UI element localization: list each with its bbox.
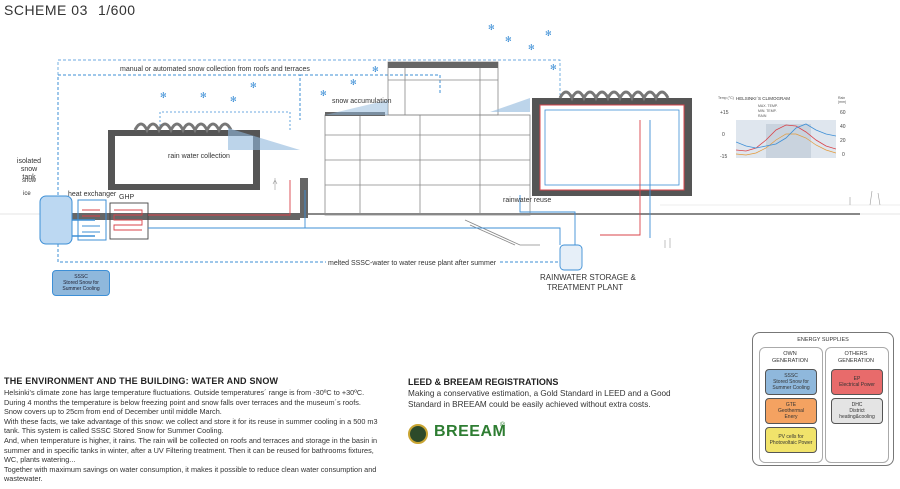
own-generation-line-2: GENERATION [772, 358, 808, 364]
energy-title: ENERGY SUPPLIES [797, 337, 849, 343]
svg-text:✻: ✻ [200, 91, 207, 100]
svg-text:✻: ✻ [505, 35, 512, 44]
card-gte-line-3: Enery [784, 414, 798, 420]
climogram-tick-right-2: 40 [840, 124, 846, 130]
cooling-pipe [148, 190, 306, 229]
card-dhc: DHC District heating&cooling [831, 398, 883, 424]
climogram-title: HELSINKI´S CLIMOGRAM [736, 96, 791, 101]
svg-text:✻: ✻ [545, 29, 552, 38]
own-generation-label: OWN GENERATION [759, 351, 821, 365]
ice-label: ice [23, 191, 31, 197]
rainwater-reuse-label: rainwater reuse [503, 197, 552, 204]
climogram-legend: MAX. TEMP. MIN. TEMP. RAIN [758, 104, 778, 119]
card-pv-line-2: Photovoltaic Power [769, 440, 813, 446]
heating-pipe [148, 180, 291, 216]
svg-text:✻: ✻ [372, 65, 379, 74]
climogram-left-axis: Temp (°C) [718, 96, 734, 100]
card-pv: PV cells for Photovoltaic Power [765, 427, 817, 453]
ghp-unit [109, 202, 149, 240]
rainwater-storage-label: RAINWATER STORAGE & [540, 273, 636, 282]
leed-title: LEED & BREEAM REGISTRATIONS [408, 377, 559, 387]
left-pavilion [108, 122, 300, 190]
others-generation-label: OTHERS GENERATION [825, 351, 887, 365]
breeam-reg-mark: ® [500, 422, 506, 429]
breeam-seal-icon [408, 424, 428, 444]
climogram-tick-left-3: -15 [720, 154, 728, 160]
floor-slab [60, 213, 300, 220]
environment-paragraph-4: Together with maximum savings on water c… [4, 464, 377, 484]
leed-text: Making a conservative estimation, a Gold… [408, 389, 671, 409]
snow-collection-path [57, 74, 301, 195]
card-dhc-line-2: District [849, 408, 865, 414]
card-gte: GTE Geothermal Enery [765, 398, 817, 424]
environment-paragraph-3: And, when temperature is higher, it rain… [4, 435, 378, 465]
svg-text:✻: ✻ [528, 43, 535, 52]
environment-body: Helsinki's climate zone has large temper… [4, 388, 379, 484]
sssc-box-line3: Summer Cooling [62, 286, 100, 292]
climogram-tick-right-4: 0 [842, 152, 845, 158]
snowflakes: ✻ ✻ ✻ ✻ ✻ ✻ ✻ ✻ ✻ ✻ ✻ ✻ [160, 23, 557, 104]
right-building [490, 90, 692, 196]
melted-sssc-label: melted SSSC-water to water reuse plant a… [326, 260, 499, 267]
others-generation-line-1: OTHERS [844, 351, 868, 357]
svg-text:✻: ✻ [488, 23, 495, 32]
card-sssc-line-3: Summer Cooling [772, 385, 810, 391]
svg-text:✻: ✻ [250, 81, 257, 90]
scheme-title: SCHEME 03 [4, 2, 88, 18]
legend-min-temp: MIN. TEMP. [758, 109, 777, 113]
treatment-plant-label: TREATMENT PLANT [546, 283, 624, 292]
heat-exchanger-label: heat exchanger [68, 191, 117, 198]
card-dhc-line-3: heating&cooling [839, 414, 875, 420]
climogram-right-axis: Rain (mm) [838, 96, 847, 104]
legend-rain: RAIN [758, 114, 767, 118]
climogram-tick-right-3: 20 [840, 138, 846, 144]
scale-label: 1/600 [98, 2, 136, 18]
others-generation-line-2: GENERATION [838, 358, 874, 364]
snow-tank [39, 195, 73, 245]
central-building [324, 61, 531, 216]
others-generation-group [825, 347, 889, 463]
heat-exchanger [77, 199, 107, 241]
environment-title: THE ENVIRONMENT AND THE BUILDING: WATER … [4, 376, 279, 386]
card-sssc-line-1: SSSC [784, 373, 798, 379]
card-sssc: SSSC Stored Snow for Summer Cooling [765, 369, 817, 395]
climogram-tick-left-1: +15 [720, 110, 729, 116]
breeam-logo: BREEAM [434, 423, 507, 440]
sssc-box-line2: Stored Snow for [63, 280, 99, 286]
climogram: HELSINKI´S CLIMOGRAM Temp (°C) Rain (mm)… [718, 96, 848, 162]
own-generation-group [759, 347, 823, 463]
card-sssc-line-2: Stored Snow for [773, 379, 809, 385]
card-ep-line-1: EP [853, 376, 861, 382]
isolated-snow-tank-label: isolated snow tank [16, 158, 42, 181]
building-section-diagram: ✻ ✻ ✻ ✻ ✻ ✻ ✻ ✻ ✻ ✻ ✻ ✻ [0, 23, 900, 271]
svg-text:✻: ✻ [550, 63, 557, 72]
environment-paragraph-2: With these facts, we take advantage of t… [4, 416, 378, 436]
climogram-plot [736, 120, 836, 158]
card-gte-line-1: GTE [785, 402, 797, 408]
ghp-label: GHP [119, 194, 135, 201]
rain-water-collection-label: rain water collection [168, 153, 230, 160]
snow-accumulation-label: snow accumulation [332, 98, 392, 105]
card-ep-line-2: Electrical Power [839, 382, 875, 388]
rainwater-tank [559, 244, 583, 271]
snow-label: snow [22, 178, 37, 184]
svg-text:✻: ✻ [230, 95, 237, 104]
sssc-box-title: SSSC [74, 274, 88, 280]
svg-text:✻: ✻ [320, 89, 327, 98]
climogram-tick-right-1: 60 [840, 110, 846, 116]
legend-max-temp: MAX. TEMP. [758, 104, 778, 108]
svg-text:✻: ✻ [160, 91, 167, 100]
snow-collection-label: manual or automated snow collection from… [120, 66, 310, 73]
environment-paragraph-1: Helsinki's climate zone has large temper… [4, 388, 365, 417]
rainwater-reuse-pipe [519, 195, 576, 245]
svg-text:✻: ✻ [350, 78, 357, 87]
energy-supplies-panel: ENERGY SUPPLIES OWN GENERATION OTHERS GE… [752, 332, 894, 466]
sssc-box: SSSC Stored Snow for Summer Cooling [52, 270, 110, 296]
own-generation-line-1: OWN [783, 351, 797, 357]
card-ep: EP Electrical Power [831, 369, 883, 395]
card-dhc-line-1: DHC [851, 402, 863, 408]
card-pv-line-1: PV cells for [778, 434, 804, 440]
card-gte-line-2: Geothermal [777, 408, 805, 414]
climogram-tick-left-2: 0 [722, 132, 725, 138]
